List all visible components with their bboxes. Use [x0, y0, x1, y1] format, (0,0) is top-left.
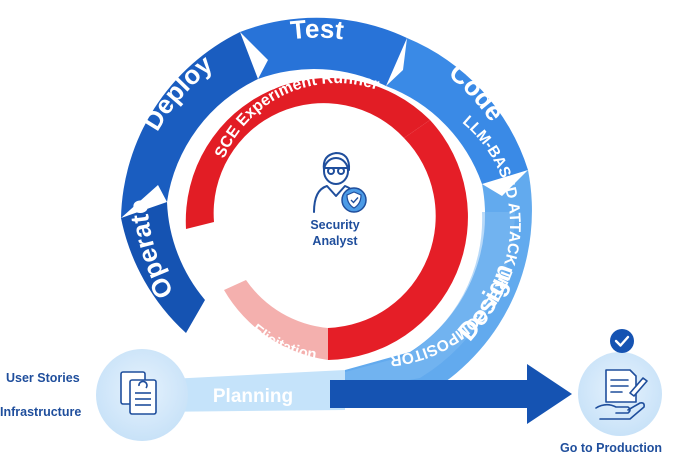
ring-segment-test — [240, 17, 407, 86]
ring-segment-code — [386, 38, 528, 184]
center-role-line1: Security — [310, 218, 359, 232]
ring-segment-deploy — [121, 32, 258, 218]
input-user-stories: User Stories — [6, 371, 80, 385]
ring-segment-operate — [121, 202, 205, 333]
planning-label: Planning — [213, 386, 293, 407]
approved-document-icon — [595, 369, 648, 420]
checkmark-icon — [614, 335, 630, 347]
inner-ring — [185, 78, 468, 360]
check-badge-icon — [610, 329, 634, 353]
inner-segment-elicitation — [224, 280, 328, 360]
outer-ring — [121, 17, 532, 405]
planning-band — [150, 370, 345, 412]
inner-segment-composer — [328, 120, 468, 360]
inner-segment-runner — [185, 78, 430, 229]
shield-icon — [341, 187, 367, 213]
production-arrow — [330, 364, 572, 424]
documents-icon — [120, 371, 157, 415]
ring-segment-design-inner — [345, 212, 515, 392]
center-role-line2: Analyst — [312, 234, 358, 248]
stage-label-test: Test — [289, 14, 346, 46]
input-infrastructure: Infrastructure — [0, 405, 82, 419]
production-label: Go to Production — [560, 441, 663, 455]
